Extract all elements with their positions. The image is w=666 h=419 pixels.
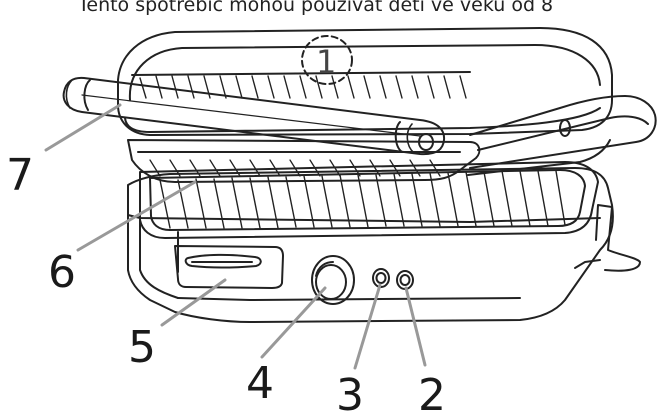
callout-circle-1 — [301, 35, 353, 85]
label-4: 4 — [246, 358, 274, 409]
label-6: 6 — [48, 247, 76, 298]
caption-text: Tento spotřebič mohou používat děti ve v… — [78, 0, 554, 16]
grill-base — [127, 167, 641, 323]
hinge-arm — [467, 95, 657, 176]
label-7: 7 — [6, 150, 34, 201]
label-2: 2 — [418, 370, 446, 419]
temperature-knob — [311, 255, 355, 305]
lower-grill-plate — [139, 161, 599, 239]
label-3: 3 — [336, 370, 364, 419]
label-5: 5 — [128, 322, 156, 373]
leader-lines — [44, 103, 427, 370]
label-1: 1 — [316, 43, 336, 81]
drip-tray — [174, 245, 284, 289]
grill-lid — [117, 27, 613, 183]
lid-handle — [62, 76, 446, 156]
